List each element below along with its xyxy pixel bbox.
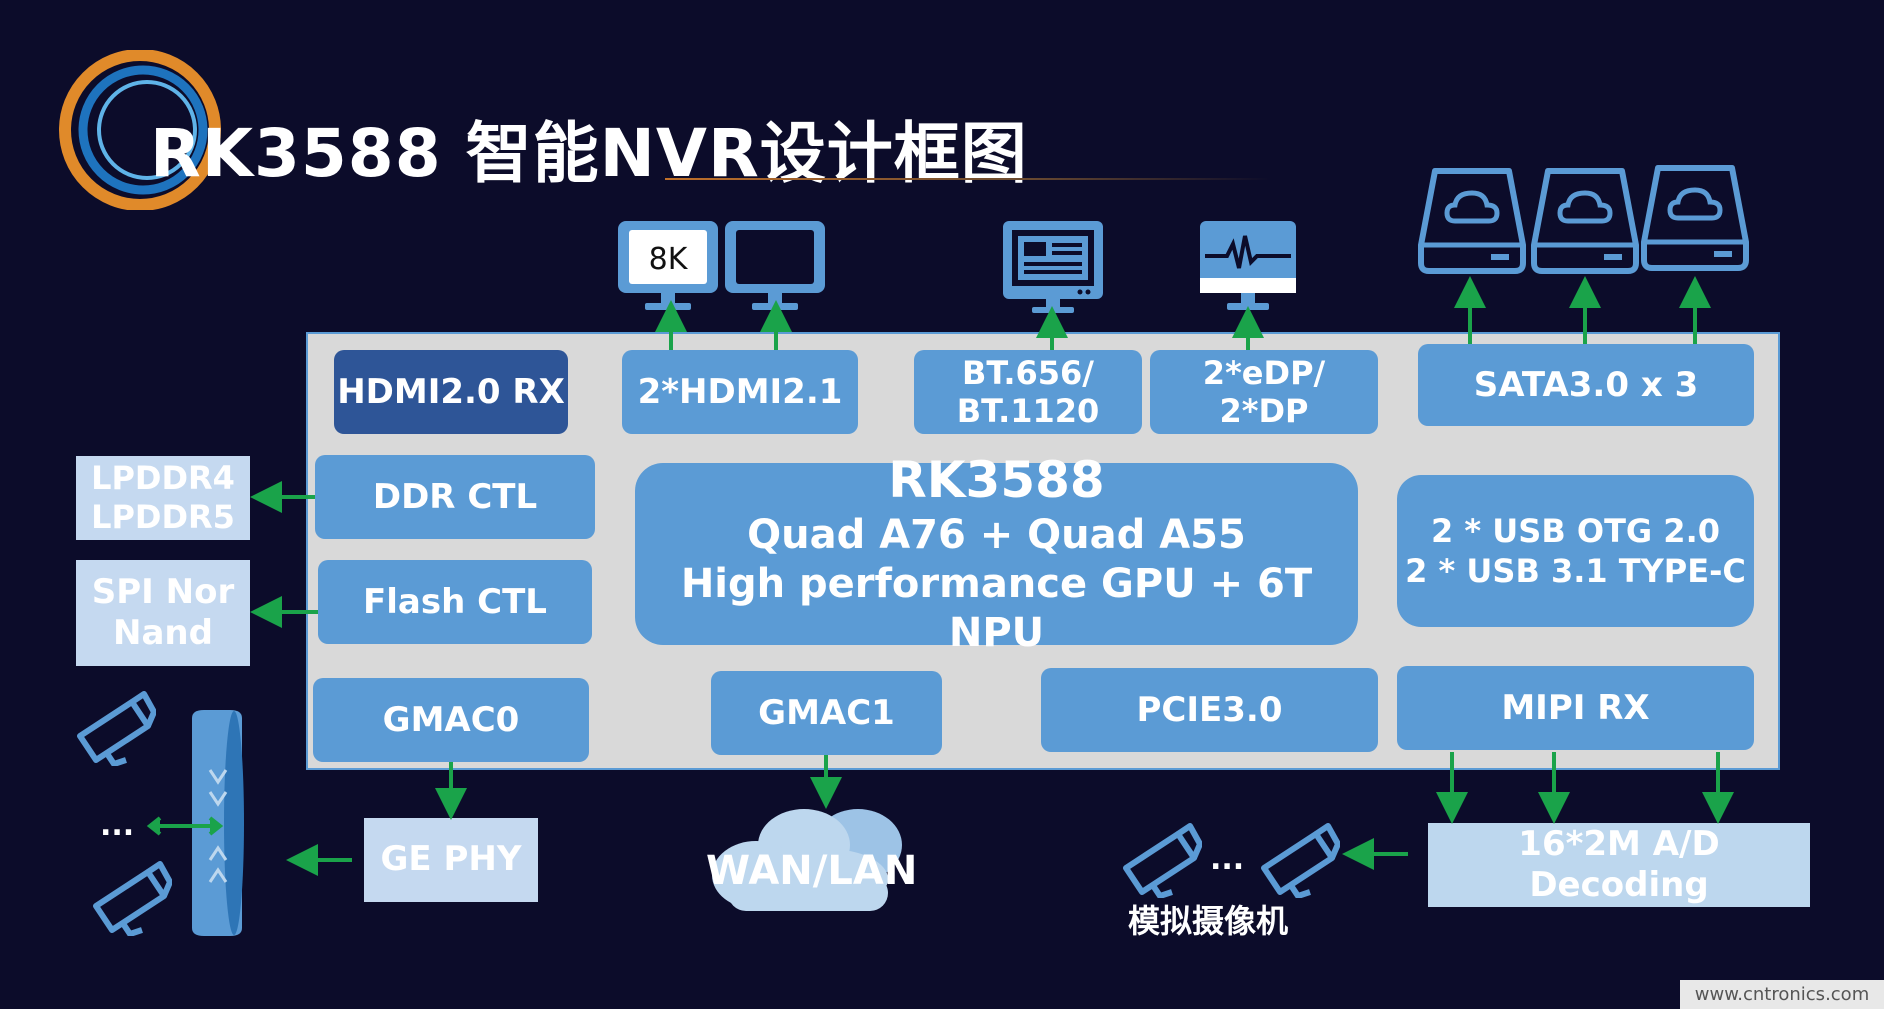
ad-decoding-block: 16*2M A/D Decoding [1428, 823, 1810, 907]
camera-icon [1261, 823, 1340, 898]
monitor-waveform-icon [1200, 221, 1296, 310]
hdmi-rx-block: HDMI2.0 RX [334, 350, 568, 434]
lpddr-block: LPDDR4 LPDDR5 [76, 456, 250, 540]
bt656-block: BT.656/ BT.1120 [914, 350, 1142, 434]
ellipsis-right: ... [1210, 842, 1245, 877]
ellipsis-left: ... [100, 808, 135, 843]
soc-cpu: Quad A76 + Quad A55 [747, 512, 1246, 559]
camera-icon [93, 861, 172, 936]
camera-icon [1123, 823, 1202, 898]
hdmi-tx-block: 2*HDMI2.1 [622, 350, 858, 434]
watermark: www.cntronics.com [1680, 980, 1884, 1009]
cloud-disk-icon [1418, 168, 1526, 274]
spi-nand-block: SPI Nor Nand [76, 560, 250, 666]
gmac0-block: GMAC0 [313, 678, 589, 762]
monitor-icon [725, 221, 825, 310]
pcie-block: PCIE3.0 [1041, 668, 1378, 752]
display-text-icon [1003, 221, 1103, 313]
logo-ring-icon [59, 50, 221, 210]
soc-gpu: High performance GPU + 6T NPU [680, 561, 1313, 656]
analog-camera-label: 模拟摄像机 [1128, 902, 1289, 940]
soc-name: RK3588 [888, 451, 1105, 510]
ddr-ctl-block: DDR CTL [315, 455, 595, 539]
flash-ctl-block: Flash CTL [318, 560, 592, 644]
edp-block: 2*eDP/ 2*DP [1150, 350, 1378, 434]
mipi-rx-block: MIPI RX [1397, 666, 1754, 750]
soc-core-block: RK3588 Quad A76 + Quad A55 High performa… [635, 451, 1358, 656]
ge-phy-block: GE PHY [364, 818, 538, 902]
usb-block: 2 * USB OTG 2.0 2 * USB 3.1 TYPE-C [1397, 475, 1754, 627]
monitor-8k-label: 8K [649, 242, 689, 277]
cloud-disk-icon [1641, 165, 1749, 271]
wan-lan-label: WAN/LAN [706, 848, 918, 894]
gmac1-block: GMAC1 [711, 671, 942, 755]
cloud-icon [712, 809, 902, 911]
cloud-disk-icon [1531, 168, 1639, 274]
title-underline [665, 178, 1270, 180]
camera-icon [77, 691, 156, 766]
sata-block: SATA3.0 x 3 [1418, 344, 1754, 426]
